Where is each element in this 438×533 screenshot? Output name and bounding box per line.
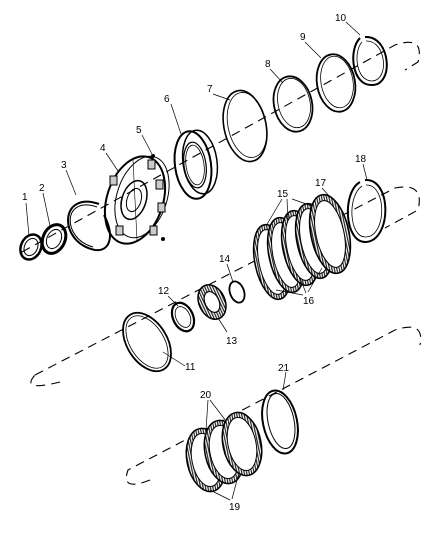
callout-1: 1	[22, 192, 28, 203]
leader-lines	[25, 21, 368, 501]
callout-11: 11	[185, 362, 196, 373]
callout-2: 2	[39, 183, 45, 194]
axis-guide-upper	[21, 41, 420, 253]
callout-labels: 1 2 3 4 5 6 7 8 9 10 11 12 13 14 15 16 1…	[22, 13, 367, 513]
part-9-seal-ring	[315, 53, 357, 113]
assembly-axis-guides	[21, 41, 422, 485]
part-10-retaining-ring	[352, 35, 388, 87]
callout-4: 4	[100, 143, 106, 154]
part-5-check-ball	[151, 154, 165, 241]
part-7-spring-ring	[222, 89, 268, 163]
part-21-pressure-plate	[261, 389, 299, 455]
callout-18: 18	[355, 154, 367, 165]
part-2-thrust-washer	[40, 223, 68, 255]
callout-5: 5	[136, 125, 142, 136]
part-13-bearing	[197, 284, 227, 320]
part-11-snap-ring	[122, 311, 172, 373]
part-17-reaction-plate	[308, 193, 352, 275]
callout-8: 8	[265, 59, 271, 70]
callout-3: 3	[61, 160, 67, 171]
callout-17: 17	[315, 178, 327, 189]
callout-9: 9	[300, 32, 306, 43]
callout-15: 15	[277, 189, 289, 200]
callout-21: 21	[278, 363, 290, 374]
callout-13: 13	[226, 336, 238, 347]
part-6-piston	[173, 129, 219, 200]
callout-20: 20	[200, 390, 212, 401]
callout-12: 12	[158, 286, 170, 297]
part-4-piston-housing	[103, 155, 170, 245]
callout-6: 6	[164, 94, 170, 105]
callout-16: 16	[303, 296, 315, 307]
part-14-snap-ring	[228, 280, 246, 304]
part-18-snap-ring	[347, 178, 387, 244]
axis-guide-lower	[125, 326, 422, 485]
part-3-seal-ring	[67, 200, 111, 252]
parts-19-20-friction-pack	[185, 411, 263, 493]
callout-14: 14	[219, 254, 231, 265]
axis-guide-middle	[30, 186, 420, 387]
part-8-snap-ring	[272, 75, 314, 133]
callout-10: 10	[335, 13, 347, 24]
callout-19: 19	[229, 502, 241, 513]
callout-7: 7	[207, 84, 213, 95]
part-1-snap-ring	[19, 233, 43, 261]
part-12-thrust-washer	[170, 301, 196, 333]
